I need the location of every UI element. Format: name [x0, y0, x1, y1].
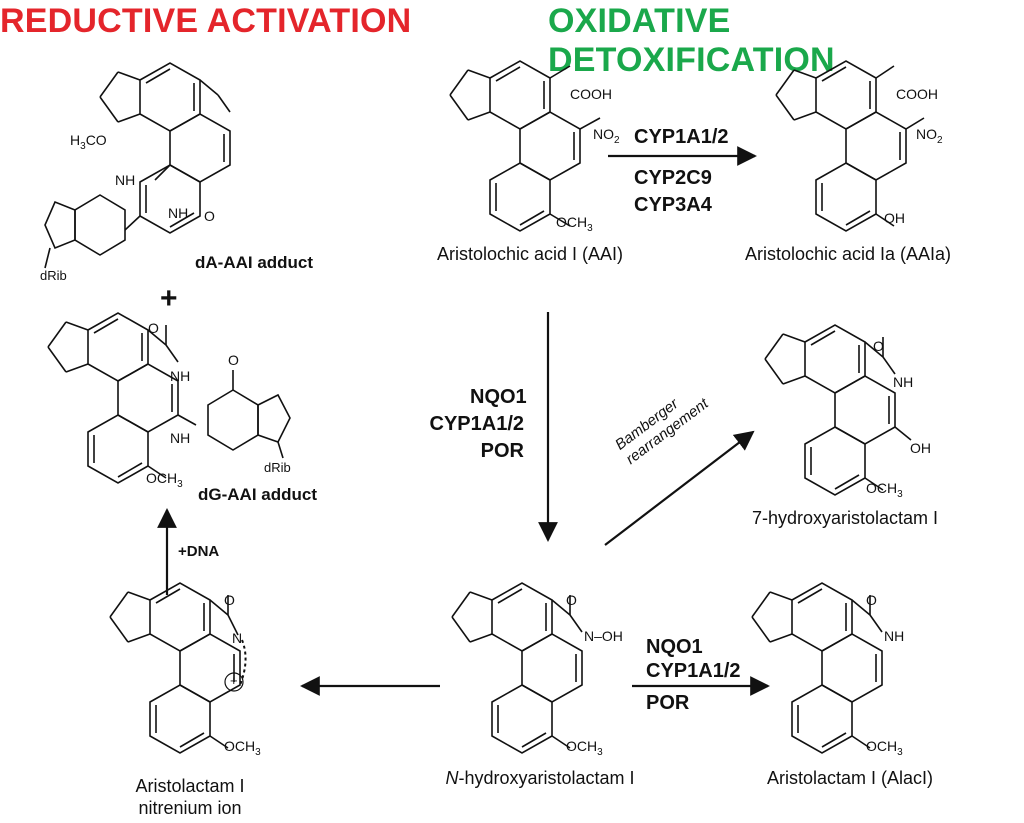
aai-cooh-label: COOH	[570, 86, 612, 102]
aaia-no2-label: NO2	[916, 126, 943, 146]
aaia-oh-label: OH	[884, 210, 905, 226]
alacl-och3-label: OCH3	[866, 738, 903, 758]
plus-sign: +	[160, 282, 178, 315]
enzyme-nqo1-reduction: NQO1	[470, 386, 527, 408]
aai-och3-label: OCH3	[556, 214, 593, 234]
oxidative-detoxification-title: OXIDATIVE DETOXIFICATION	[548, 2, 835, 79]
arrow-bamberger	[604, 430, 755, 546]
nitrenium-o-label: O	[224, 592, 235, 608]
dg-nh2-label: NH	[170, 430, 191, 446]
hydroxy-oh-label: OH	[910, 440, 931, 456]
n-hydroxyaristolactam-name: N-hydroxyaristolactam I	[445, 768, 635, 788]
aaia-name: Aristolochic acid Ia (AAIa)	[744, 244, 952, 264]
alacl-nh-label: NH	[884, 628, 905, 644]
nhydroxy-o-label: O	[566, 592, 577, 608]
da-h3co-label: H3CO	[70, 132, 107, 152]
reductive-activation-title: REDUCTIVE ACTIVATION	[0, 2, 412, 40]
nitrenium-name-line2: nitrenium ion	[138, 798, 242, 818]
enzyme-cyp2c9: CYP2C9	[634, 167, 712, 189]
nitrenium-n-label: N	[232, 630, 243, 646]
da-nh2-label: NH	[168, 205, 189, 221]
aai-name: Aristolochic acid I (AAI)	[436, 244, 624, 264]
nhydroxy-och3-label: OCH3	[566, 738, 603, 758]
enzyme-cyp3a4: CYP3A4	[634, 194, 712, 216]
enzyme-nqo1-lactam: NQO1	[646, 636, 703, 658]
alacl-o-label: O	[866, 592, 877, 608]
enzyme-por-reduction: POR	[480, 440, 524, 462]
dg-drib-label: dRib	[264, 460, 291, 475]
dg-adduct-name: dG-AAI adduct	[198, 485, 317, 504]
nitrenium-och3-label: OCH3	[224, 738, 261, 758]
hydroxy-nh-label: NH	[893, 374, 914, 390]
hydroxyaristolactam-structure	[764, 324, 912, 496]
hydroxyaristolactam-name: 7-hydroxyaristolactam I	[751, 508, 939, 528]
enzyme-oxidation-top: CYP1A1/2	[634, 126, 729, 148]
nitrenium-plus-label: +	[230, 673, 238, 688]
aaia-cooh-label: COOH	[896, 86, 938, 102]
nhydroxy-noh-label: N–OH	[584, 628, 623, 644]
enzyme-cyp1a12-lactam: CYP1A1/2	[646, 660, 741, 682]
da-adduct-name: dA-AAI adduct	[195, 253, 314, 272]
aaia-structure	[775, 60, 925, 232]
nitrenium-structure	[109, 582, 247, 754]
enzyme-por-lactam: POR	[646, 692, 690, 714]
dna-step-label: +DNA	[178, 543, 220, 560]
dg-aai-adduct-structure	[47, 312, 291, 484]
dg-och3-label: OCH3	[146, 470, 183, 490]
positive-charge-icon	[224, 672, 244, 692]
n-hydroxyaristolactam-structure	[451, 582, 583, 754]
da-o-label: O	[204, 208, 215, 224]
nitrenium-name-line1: Aristolactam I	[135, 776, 245, 796]
da-drib-label: dRib	[40, 268, 67, 283]
hydroxy-och3-label: OCH3	[866, 480, 903, 500]
aristolactam-name: Aristolactam I (AlacI)	[766, 768, 934, 788]
dg-o2-label: O	[228, 352, 239, 368]
da-nh-label: NH	[115, 172, 136, 188]
dg-nh-label: NH	[170, 368, 191, 384]
dg-o-label: O	[148, 320, 159, 336]
da-aai-adduct-structure	[44, 62, 231, 269]
aai-no2-label: NO2	[593, 126, 620, 146]
enzyme-cyp1a12-reduction: CYP1A1/2	[429, 413, 525, 435]
aai-structure	[449, 60, 601, 232]
hydroxy-o-label: O	[873, 338, 884, 354]
aristolactam-structure	[751, 582, 883, 754]
